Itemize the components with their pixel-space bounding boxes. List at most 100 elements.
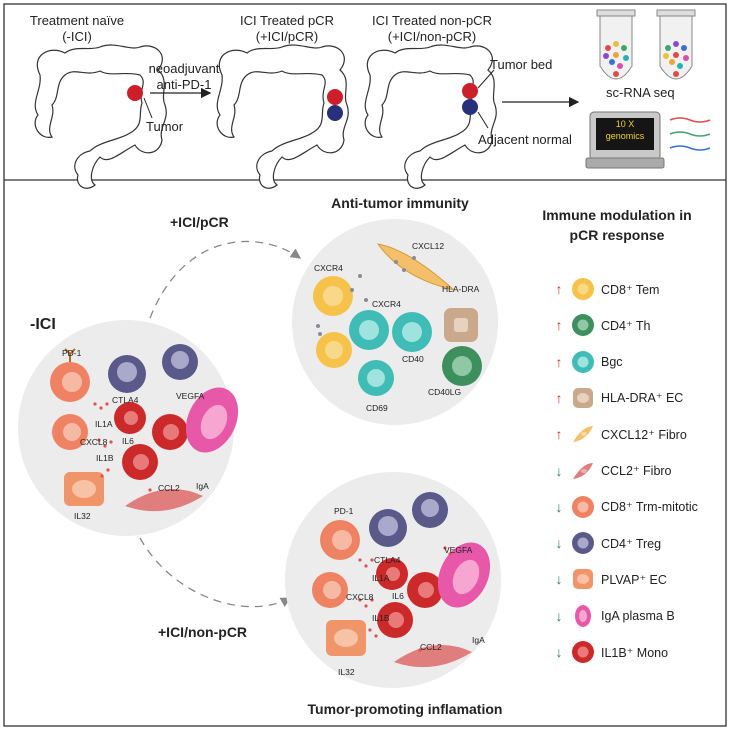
- up-arrow-icon: ↑: [555, 281, 563, 297]
- legend-label: PLVAP⁺ EC: [601, 572, 667, 587]
- tumor-label: Tumor: [146, 119, 184, 134]
- iga-label: IgA: [196, 481, 209, 491]
- iga-label: IgA: [472, 635, 485, 645]
- legend-title-line2: pCR response: [569, 227, 665, 243]
- legend-label: Bgc: [601, 354, 623, 369]
- tumor-bed-dot-icon: [462, 83, 478, 99]
- legend-label: IgA plasma B: [601, 608, 675, 623]
- sequencer-machine-icon: [585, 111, 665, 169]
- up-arrow-icon: ↑: [555, 426, 563, 443]
- legend-label: CXCL12⁺ Fibro: [601, 427, 687, 442]
- tumor-dot-icon: [127, 85, 143, 101]
- adjacent-normal-dot-icon: [327, 105, 343, 121]
- legend-label: IL1B⁺ Mono: [601, 645, 669, 660]
- legend-row: ↑ CD4⁺ Th: [553, 313, 651, 337]
- rna-reads-icon: [669, 117, 711, 151]
- cd40lg-label: CD40LG: [428, 387, 462, 397]
- legend-label: CD8⁺ Trm-mitotic: [601, 500, 698, 515]
- legend-label: CD4⁺ Th: [601, 318, 651, 333]
- pd1-label: PD-1: [334, 506, 354, 516]
- outer-border: [3, 3, 727, 727]
- colon-nonpcr: [364, 44, 497, 189]
- down-arrow-icon: ↓: [555, 607, 563, 624]
- tumor-bed-dot-icon: [327, 89, 343, 105]
- legend-row: ↓ CCL2⁺ Fibro: [553, 460, 672, 482]
- plvap-ec-cell-icon: [571, 567, 595, 591]
- adjacent-normal-label: Adjacent normal: [478, 132, 572, 147]
- ccl2-label: CCL2: [158, 483, 180, 493]
- pcr-arrow-label: +ICI/pCR: [170, 214, 229, 230]
- down-arrow-icon: ↓: [555, 498, 563, 515]
- anti-pd1-label: anti-PD-1: [156, 77, 212, 92]
- vegfa-label: VEGFA: [176, 391, 205, 401]
- bgc-cell-icon: [571, 350, 595, 374]
- legend-row: ↑ HLA-DRA⁺ EC: [553, 387, 683, 409]
- legend-row: ↓ IgA plasma B: [553, 604, 675, 628]
- down-arrow-icon: ↓: [555, 535, 563, 552]
- colon-naive: [34, 44, 167, 189]
- il1a-label: IL1A: [95, 419, 113, 429]
- top-cells: [313, 243, 482, 396]
- legend-row: ↓ IL1B⁺ Mono: [553, 641, 668, 663]
- tumor-bed-label: Tumor bed: [490, 57, 553, 72]
- tenx-line1: 10 X: [615, 119, 635, 129]
- il1b-label: IL1B: [372, 613, 390, 623]
- cd69-label: CD69: [366, 403, 388, 413]
- sc-rna-seq-label: sc-RNA seq: [606, 85, 675, 100]
- nonpcr-subtitle: (+ICI/non-pCR): [387, 29, 477, 44]
- ctla4-label: CTLA4: [374, 555, 401, 565]
- pcr-title: ICI Treated pCR: [240, 13, 334, 28]
- legend-label: CCL2⁺ Fibro: [601, 464, 672, 478]
- legend-row: ↓ CD8⁺ Trm-mitotic: [553, 495, 698, 519]
- legend-label: CD4⁺ Treg: [601, 536, 662, 551]
- ccl2-label: CCL2: [420, 642, 442, 652]
- down-arrow-icon: ↓: [555, 644, 563, 660]
- legend-row: ↓ CD4⁺ Treg: [553, 532, 662, 555]
- cytokine-dots: [93, 402, 452, 652]
- chemokine-dots: [316, 256, 416, 336]
- tumor-promoting-title: Tumor-promoting inflamation: [307, 701, 503, 717]
- cd4-th-cell-icon: [571, 313, 595, 337]
- ccl2-fibro-cell-icon: [571, 459, 595, 483]
- legend-row: ↑ CXCL12⁺ Fibro: [553, 423, 687, 445]
- il6-label: IL6: [122, 436, 134, 446]
- down-arrow-icon: ↓: [555, 571, 563, 588]
- sample-tube-icon: [596, 9, 636, 80]
- pd1-label: PD-1: [62, 348, 82, 358]
- iga-plasma-b-cell-icon: [571, 604, 595, 628]
- pcr-subtitle: (+ICI/pCR): [255, 29, 319, 44]
- nonpcr-dashed-arrow: [139, 537, 292, 608]
- tenx-line2: genomics: [605, 131, 645, 141]
- hla-dra-label: HLA-DRA: [442, 284, 480, 294]
- treatment-naive-title: Treatment naïve: [29, 13, 125, 28]
- treatment-naive-subtitle: (-ICI): [62, 29, 92, 44]
- left-cells: [50, 344, 239, 512]
- bottom-cells: [312, 492, 491, 668]
- cxcl8-label: CXCL8: [80, 437, 108, 447]
- down-arrow-icon: ↓: [555, 462, 563, 479]
- anti-tumor-title: Anti-tumor immunity: [331, 195, 469, 211]
- cxcl8-label: CXCL8: [346, 592, 374, 602]
- adjacent-normal-dot-icon: [462, 99, 478, 115]
- il1b-label: IL1B: [96, 453, 114, 463]
- cxcl12-label: CXCL12: [412, 241, 445, 251]
- legend-row: ↑Bgc: [553, 350, 623, 374]
- nonpcr-title: ICI Treated non-pCR: [372, 13, 492, 28]
- up-arrow-icon: ↑: [555, 317, 563, 334]
- cxcl12-fibro-cell-icon: [571, 422, 595, 446]
- legend-label: CD8⁺ Tem: [601, 282, 660, 297]
- cd8-trm-cell-icon: [571, 495, 595, 519]
- sample-tube-icon: [656, 9, 696, 80]
- colon-pcr: [216, 44, 349, 189]
- up-arrow-icon: ↑: [555, 389, 563, 406]
- il1b-mono-cell-icon: [571, 640, 595, 664]
- il32-label: IL32: [74, 511, 91, 521]
- tumor-pointer: [143, 97, 153, 119]
- cxcr4-label-b: CXCR4: [372, 299, 401, 309]
- adjacent-normal-pointer: [477, 111, 489, 129]
- ctla4-label: CTLA4: [112, 395, 139, 405]
- tumor-bed-pointer: [477, 69, 495, 89]
- legend-label: HLA-DRA⁺ EC: [601, 391, 684, 406]
